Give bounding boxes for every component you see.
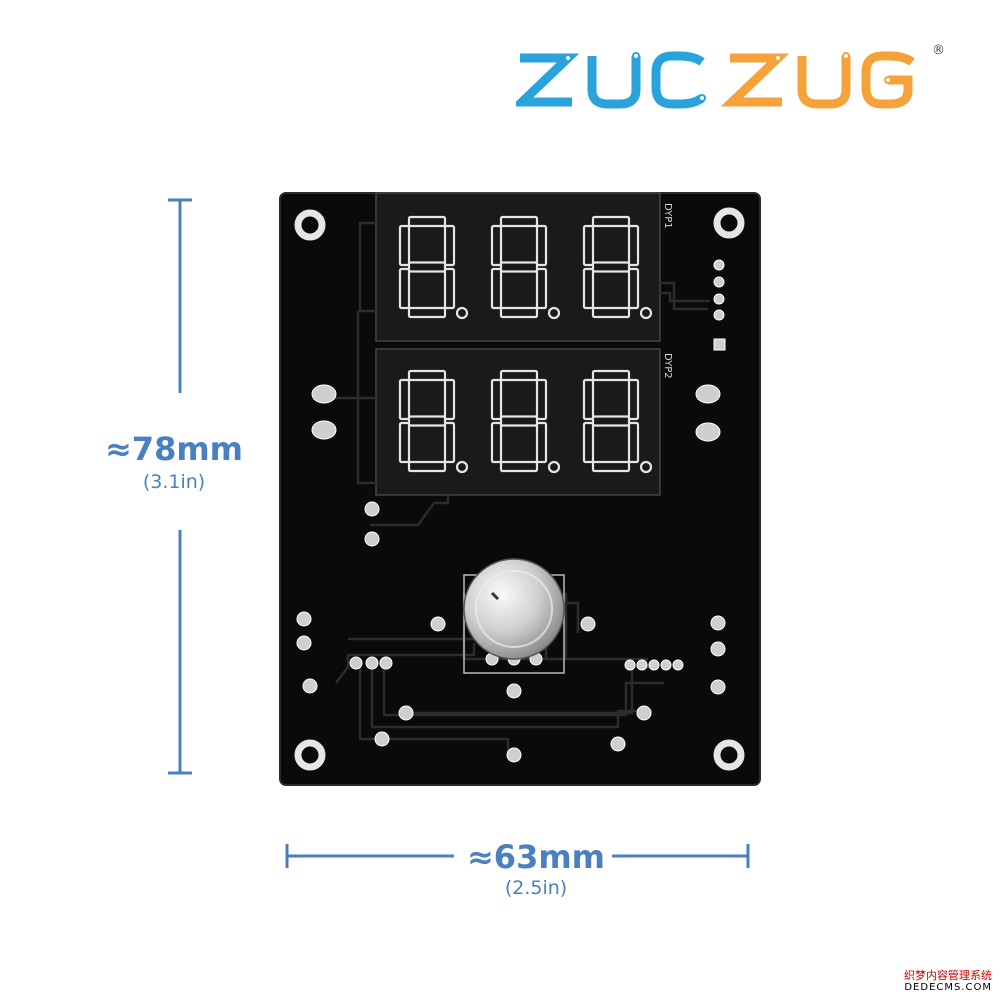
segment: [407, 261, 447, 273]
display2-label: DYP2: [662, 353, 673, 379]
segment: [398, 224, 411, 267]
segment: [443, 267, 456, 310]
segment: [407, 460, 447, 473]
segment: [591, 215, 631, 228]
brand-logo: ®: [516, 44, 945, 109]
segment: [490, 224, 503, 267]
width-dimension-line: [285, 844, 750, 868]
segment: [591, 261, 631, 273]
segment: [535, 421, 548, 464]
segment: [490, 267, 503, 310]
segment: [407, 306, 447, 319]
segment: [443, 378, 456, 421]
segment: [535, 224, 548, 267]
decimal-point: [455, 460, 469, 474]
segment: [582, 421, 595, 464]
segment: [407, 415, 447, 427]
watermark: 织梦内容管理系统 DEDECMS.COM: [880, 969, 992, 994]
segment: [591, 460, 631, 473]
segment: [535, 267, 548, 310]
width-in-label: (2.5in): [504, 877, 568, 899]
segment: [627, 267, 640, 310]
segment: [443, 224, 456, 267]
digit-2: [490, 215, 561, 320]
potentiometer-knob: [463, 558, 565, 674]
digit-1: [398, 215, 469, 320]
segment: [591, 306, 631, 319]
digit-1: [398, 369, 469, 474]
display-module-1: [375, 192, 661, 342]
logo-circuit-dots: [564, 52, 706, 102]
decimal-point: [547, 460, 561, 474]
segment: [582, 267, 595, 310]
segment: [582, 224, 595, 267]
decimal-point: [639, 306, 653, 320]
segment: [591, 369, 631, 382]
segment: [627, 378, 640, 421]
segment: [582, 378, 595, 421]
segment: [407, 215, 447, 228]
segment: [627, 224, 640, 267]
solder-pads: [296, 259, 726, 763]
watermark-line2: DEDECMS.COM: [904, 982, 992, 993]
segment: [535, 378, 548, 421]
decimal-point: [639, 460, 653, 474]
segment: [499, 369, 539, 382]
segment: [499, 261, 539, 273]
segment: [490, 421, 503, 464]
segment: [407, 369, 447, 382]
digit-3: [582, 215, 653, 320]
segment: [499, 306, 539, 319]
watermark-line1: 织梦内容管理系统: [904, 969, 992, 982]
height-dimension-line: [168, 198, 192, 775]
display1-label: DYP1: [662, 203, 673, 229]
registered-mark: ®: [932, 44, 945, 58]
segment: [398, 267, 411, 310]
width-mm-label: ≈63mm: [466, 838, 606, 876]
segment: [627, 421, 640, 464]
segment: [443, 421, 456, 464]
circuit-board: DYP1 DYP2: [279, 192, 761, 786]
decimal-point: [547, 306, 561, 320]
digit-2: [490, 369, 561, 474]
decimal-point: [455, 306, 469, 320]
segment: [499, 460, 539, 473]
segment-digits-1: [398, 215, 653, 320]
digit-3: [582, 369, 653, 474]
mounting-holes: [294, 207, 745, 771]
logo-zug: [720, 51, 915, 109]
segment: [398, 378, 411, 421]
logo-zuc: [516, 51, 705, 109]
segment: [398, 421, 411, 464]
segment: [490, 378, 503, 421]
segment: [499, 415, 539, 427]
height-in-label: (3.1in): [142, 471, 206, 493]
height-mm-label: ≈78mm: [104, 430, 244, 468]
segment: [499, 215, 539, 228]
segment: [591, 415, 631, 427]
segment-digits-2: [398, 369, 653, 474]
